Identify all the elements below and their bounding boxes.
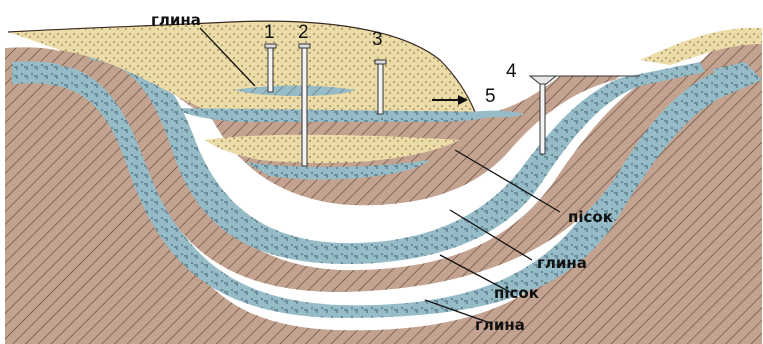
well-4-number: 4 — [506, 61, 517, 82]
well-2-number: 2 — [298, 22, 309, 43]
label-clay-2: глина — [475, 316, 525, 334]
label-sand-2: пісок — [494, 284, 539, 302]
label-clay-top: глина — [151, 11, 201, 29]
well-3-number: 3 — [372, 29, 383, 50]
spring-5-number: 5 — [485, 86, 496, 107]
well-1-number: 1 — [264, 22, 275, 43]
label-sand-1: пісок — [568, 208, 613, 226]
label-clay-1: глина — [537, 254, 587, 272]
